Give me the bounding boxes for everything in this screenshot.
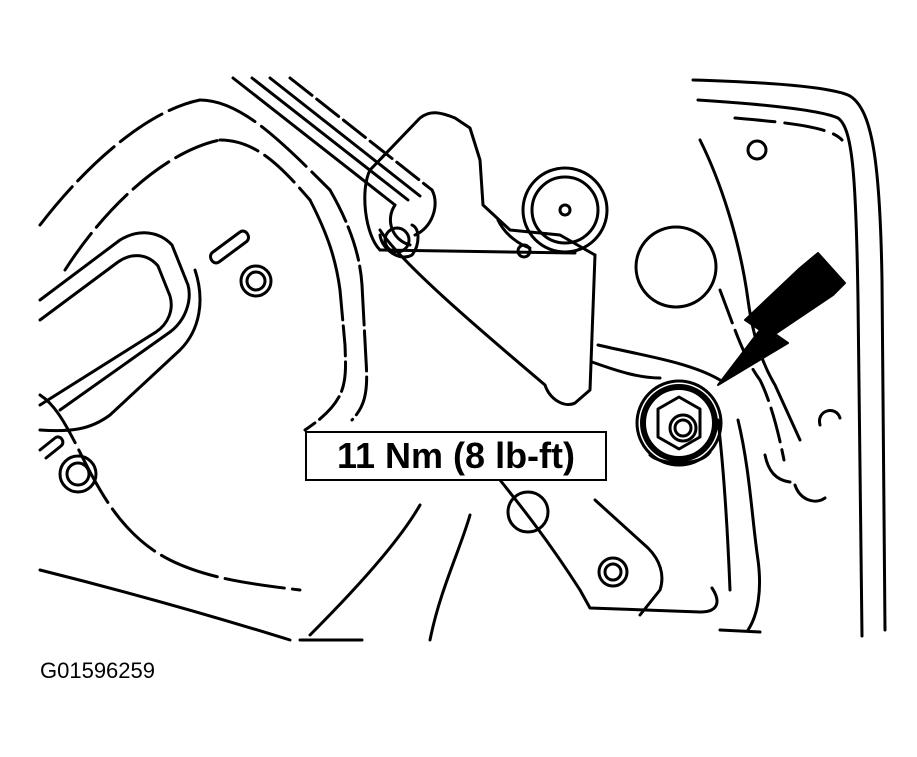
bracket xyxy=(363,111,597,406)
lower-plate xyxy=(308,343,722,642)
pivot-bushing xyxy=(521,166,609,254)
center-holes xyxy=(506,139,842,534)
shift-cable xyxy=(231,76,437,247)
torque-spec-label: 11 Nm (8 lb-ft) xyxy=(305,431,607,481)
cover-opening xyxy=(38,231,202,433)
pointer-arrow xyxy=(717,252,846,386)
bolt xyxy=(635,379,723,467)
figure-id: G01596259 xyxy=(40,658,155,683)
cover-holes xyxy=(38,229,273,494)
right-panel xyxy=(691,78,887,638)
frame-edges xyxy=(298,628,762,642)
left-cover-outline xyxy=(38,98,369,642)
